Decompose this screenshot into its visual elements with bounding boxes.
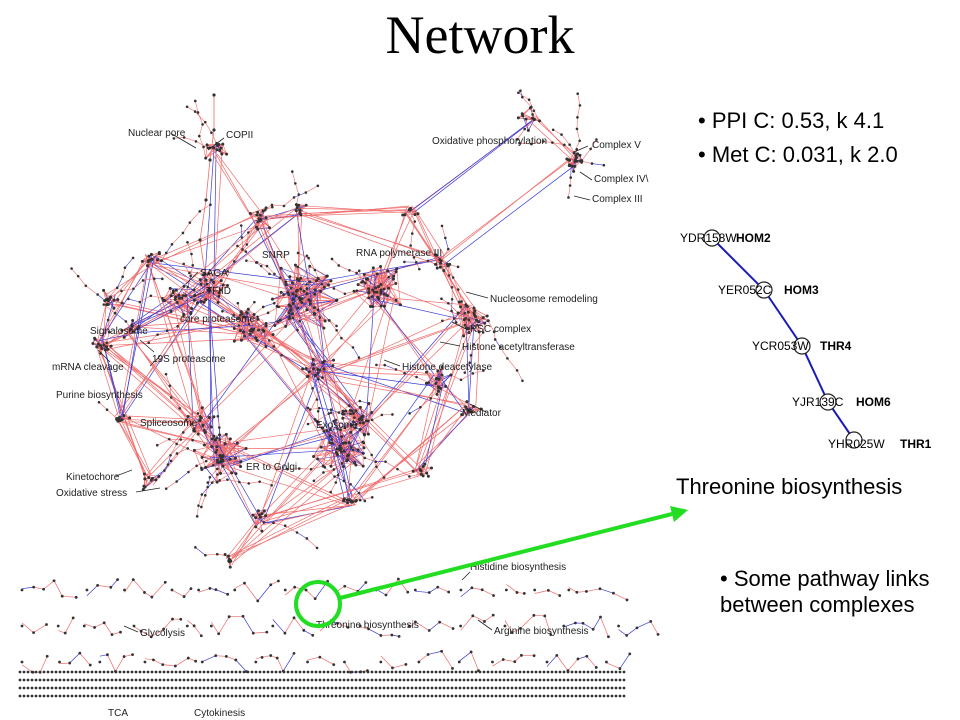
bullet-met: • Met C: 0.031, k 2.0 (698, 142, 898, 167)
network-nodes (18, 89, 660, 698)
gene-orf: YDR158W (680, 231, 737, 245)
gene-node (845, 431, 863, 449)
label-oxidative-phosphorylation: Oxidative phosphorylation (432, 136, 547, 147)
label-histone-acetyltransferase: Histone acetyltransferase (462, 342, 575, 353)
gene-orf: YHR025W (828, 437, 885, 451)
label-er-to-golgi: ER to Golgi (246, 462, 297, 473)
label-signalosome: Signalosome (90, 326, 148, 337)
label-19s-proteasome: 19S proteasome (152, 354, 226, 365)
label-tca: TCA (108, 708, 128, 719)
label-nucleosome-remodeling: Nucleosome remodeling (490, 294, 598, 305)
stats-bullets: • PPI C: 0.53, k 4.1 • Met C: 0.031, k 2… (698, 104, 898, 172)
label-oxidative-stress: Oxidative stress (56, 488, 127, 499)
gene-node (819, 393, 837, 411)
bullet-ppi: • PPI C: 0.53, k 4.1 (698, 108, 885, 133)
threonine-pathway: YDR158W HOM2 YER052C HOM3 YCR053W THR4 Y… (680, 229, 932, 451)
label-tfiid: TFIID (206, 286, 231, 297)
label-mediator: Mediator (462, 408, 502, 419)
label-kinetochore: Kinetochore (66, 472, 120, 483)
label-complex-iii: Complex III (592, 194, 643, 205)
gene-name: HOM3 (784, 283, 819, 297)
gene-name: THR1 (900, 437, 932, 451)
gene-orf: YER052C (718, 283, 772, 297)
gene-node (755, 281, 773, 299)
arrowhead-icon (670, 506, 688, 522)
label-histone-deacetylase: Histone deacetylase (402, 362, 492, 373)
gene-node (703, 229, 721, 247)
label-nuclear-pore: Nuclear pore (128, 128, 186, 139)
gene-orf: YCR053W (752, 339, 809, 353)
label-complex-iv: Complex IV\ (594, 174, 649, 185)
label-rsc-complex: RSC complex (470, 324, 531, 335)
label-threonine-biosynthesis: Threonine biosynthesis (316, 620, 419, 631)
label-mrna-cleavage: mRNA cleavage (52, 362, 124, 373)
network-edges (21, 90, 659, 673)
label-rna-polymerase: RNA polymerase III (356, 248, 442, 259)
pathway-caption: Threonine biosynthesis (676, 474, 903, 499)
label-spliceosome: Spliceosome (140, 418, 198, 429)
label-histidine-biosynthesis: Histidine biosynthesis (470, 562, 566, 573)
label-core-proteasome: core proteasome (180, 314, 255, 325)
label-glycolysis: Glycolysis (140, 628, 185, 639)
label-cytokinesis: Cytokinesis (194, 708, 245, 719)
network-labels (97, 133, 593, 633)
gene-node (793, 337, 811, 355)
highlight-circle (294, 580, 342, 628)
gene-name: HOM6 (856, 395, 891, 409)
gene-name: THR4 (820, 339, 852, 353)
note-text: • Some pathway links between complexes (720, 566, 930, 617)
label-snrp: SNRP (262, 250, 290, 261)
label-copii: COPII (226, 130, 253, 141)
label-saga: SAGA (200, 268, 228, 279)
label-exosome: Exosome (316, 420, 358, 431)
gene-orf: YJR139C (792, 395, 844, 409)
highlight-arrow (339, 512, 673, 600)
label-purine-biosynthesis: Purine biosynthesis (56, 390, 143, 401)
label-complex-v: Complex V (592, 140, 641, 151)
label-arginine-biosynthesis: Arginine biosynthesis (494, 626, 589, 637)
gene-name: HOM2 (736, 231, 771, 245)
slide-title: Network (385, 5, 575, 65)
